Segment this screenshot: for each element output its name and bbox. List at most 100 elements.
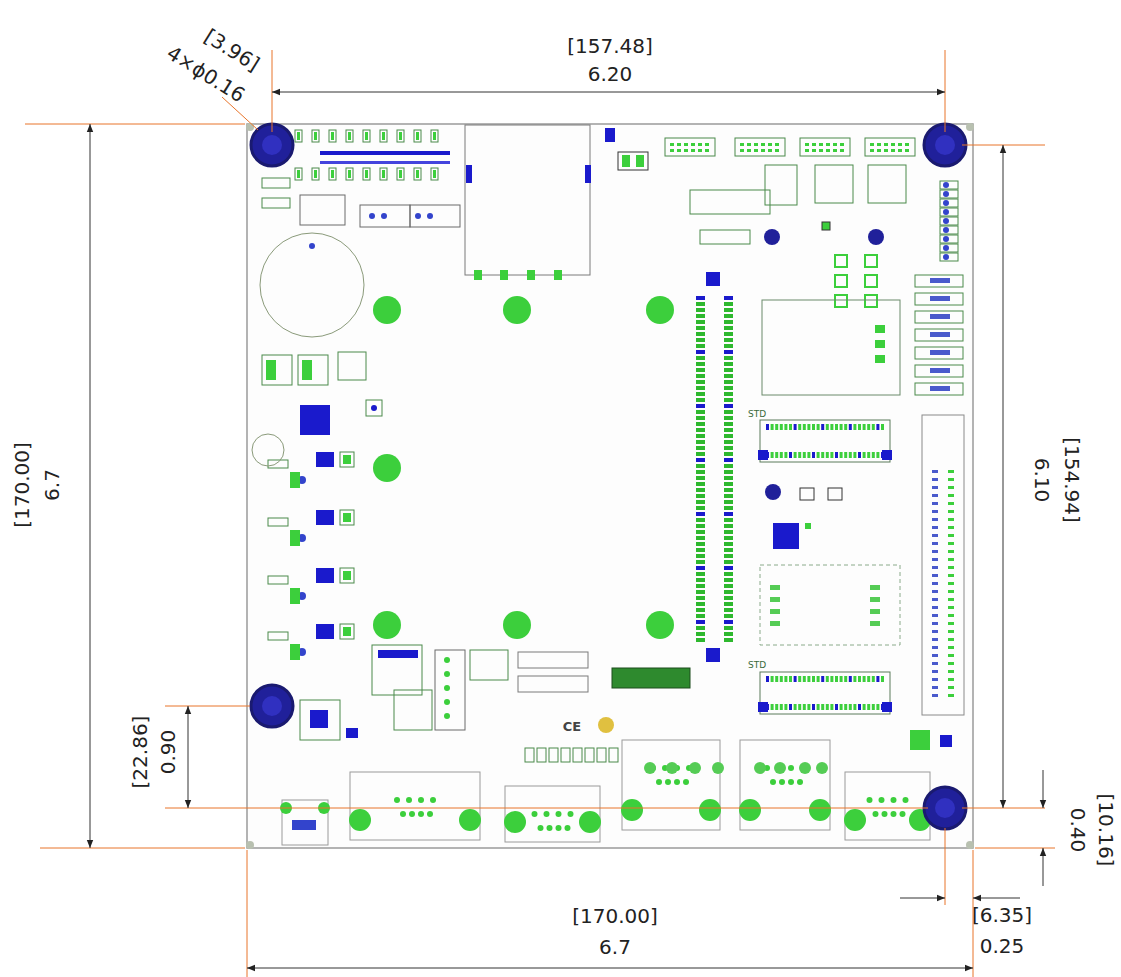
component <box>252 434 284 466</box>
component <box>382 132 385 140</box>
component <box>724 344 733 348</box>
component <box>724 320 733 324</box>
component <box>705 149 709 152</box>
component <box>865 255 877 267</box>
component <box>815 165 853 203</box>
component <box>800 488 814 500</box>
component <box>849 424 852 430</box>
component <box>696 626 705 630</box>
component <box>875 340 885 348</box>
component <box>812 452 815 458</box>
component <box>735 138 785 156</box>
component <box>416 170 419 178</box>
component <box>346 168 353 180</box>
component <box>435 650 465 730</box>
component <box>948 638 954 641</box>
component <box>363 130 370 142</box>
component <box>884 143 888 146</box>
component <box>930 278 950 283</box>
corner-fiducial <box>966 841 974 849</box>
component <box>696 602 705 606</box>
component <box>747 143 751 146</box>
component <box>544 811 550 817</box>
component <box>771 676 774 682</box>
component <box>724 326 733 330</box>
component <box>817 704 820 710</box>
extension-line <box>40 848 245 849</box>
component <box>696 446 705 450</box>
component <box>444 713 450 719</box>
component <box>768 143 772 146</box>
component <box>905 143 909 146</box>
extension-line <box>945 50 946 132</box>
component <box>380 168 387 180</box>
component <box>762 300 900 395</box>
component <box>399 132 402 140</box>
component <box>346 130 353 142</box>
component <box>684 143 688 146</box>
component <box>724 596 733 600</box>
component <box>666 762 678 774</box>
component <box>724 536 733 540</box>
component <box>394 797 400 803</box>
component <box>766 424 769 430</box>
component <box>875 355 885 363</box>
component <box>794 424 797 430</box>
component <box>940 244 958 252</box>
component <box>696 296 705 300</box>
component <box>798 676 801 682</box>
component <box>932 502 938 505</box>
component <box>696 338 705 342</box>
dimension-line <box>1043 770 1044 808</box>
component <box>835 704 838 710</box>
component <box>940 253 958 261</box>
component <box>381 213 387 219</box>
extension-line <box>165 808 928 809</box>
component <box>932 542 938 545</box>
component <box>943 182 949 188</box>
component <box>724 566 733 570</box>
component <box>724 470 733 474</box>
component <box>845 772 930 840</box>
component <box>807 676 810 682</box>
component <box>876 452 879 458</box>
mounting-hole <box>262 696 282 716</box>
component <box>868 165 906 203</box>
dimension-label: [6.35] <box>972 905 1032 925</box>
component <box>943 209 949 215</box>
component <box>844 809 866 831</box>
component <box>724 542 733 546</box>
component <box>774 762 786 774</box>
component <box>554 270 562 280</box>
component <box>696 428 705 432</box>
component <box>817 676 820 682</box>
component <box>532 811 538 817</box>
component <box>943 227 949 233</box>
component <box>696 578 705 582</box>
component <box>739 799 761 821</box>
component <box>444 657 450 663</box>
component <box>812 704 815 710</box>
component <box>840 676 843 682</box>
component <box>724 560 733 564</box>
component <box>365 170 368 178</box>
component <box>849 676 852 682</box>
component <box>915 347 963 359</box>
component <box>394 690 432 730</box>
component <box>340 510 354 525</box>
component <box>948 534 954 537</box>
component <box>331 132 334 140</box>
component <box>724 446 733 450</box>
mounting-hole <box>251 685 293 727</box>
component <box>363 168 370 180</box>
component <box>414 130 421 142</box>
component <box>833 149 837 152</box>
component <box>316 624 334 639</box>
component <box>724 512 733 516</box>
component <box>758 702 768 712</box>
component <box>416 132 419 140</box>
component <box>775 149 779 152</box>
component <box>948 694 954 697</box>
component <box>724 518 733 522</box>
component <box>689 762 701 774</box>
